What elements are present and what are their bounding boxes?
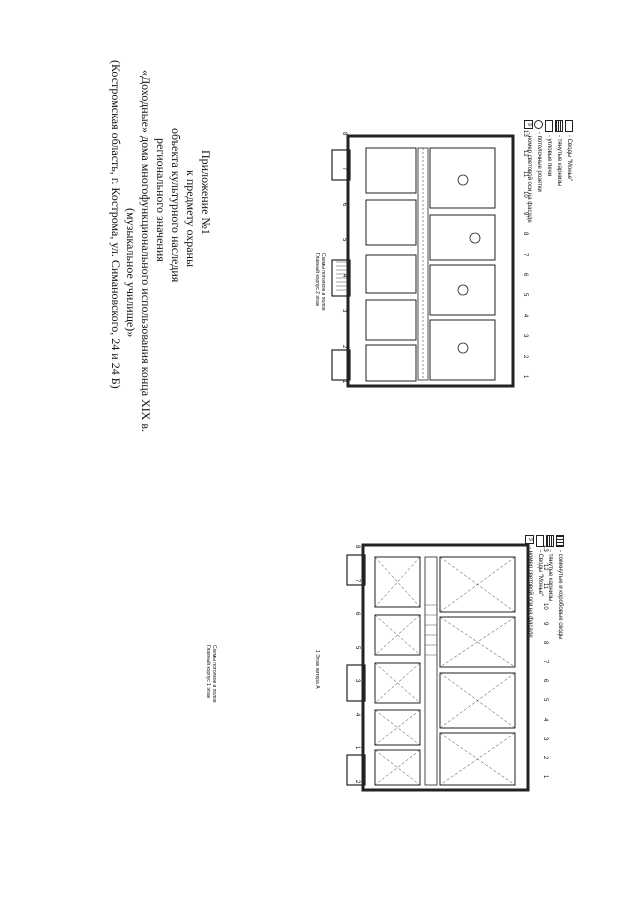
- legend-1st-item: - сомкнутые и коробовые своды: [555, 535, 565, 639]
- floor-plan-1st-drawing: [346, 543, 530, 792]
- floor-plan-1st: [345, 535, 545, 795]
- legend-1st-label-4: - номер световой оси на фасаде: [527, 547, 533, 638]
- legend-2nd-item: - тянутые карнизы: [554, 120, 564, 223]
- header-line-5: «Доходные» дома многофункционального исп…: [139, 70, 153, 433]
- floor-plan-2nd: [330, 120, 550, 395]
- legend-2nd-item: - потолочные розетки: [534, 120, 544, 223]
- legend-1st-label-3: - Своды "Монье": [537, 550, 543, 597]
- plan-2nd-top-axis-number: 5: [522, 293, 528, 297]
- monier-swatch: [565, 120, 573, 132]
- plan-1st-top-axis-number: 8: [542, 640, 548, 645]
- legend-2nd-label-5: - номер световой оси на фасаде: [526, 132, 532, 223]
- plan-1st-side-axis-number: 3: [354, 679, 360, 683]
- plan-1st-caption-1: Схемы потолков и полов: [211, 645, 217, 703]
- header-line-7: (Костромская область, г. Кострома, ул. С…: [109, 60, 123, 389]
- plan-1st-top-axis-number: 3: [542, 736, 548, 740]
- plan-2nd-top-axis-number: 8: [522, 232, 528, 236]
- plan-1st-side-axis-number: 1: [354, 746, 360, 750]
- plan-2nd-side-axis-number: 8: [341, 132, 347, 136]
- plan-1st-top-axis-number: 7: [542, 660, 548, 664]
- header-line-3: объекта культурного наследия: [169, 128, 183, 283]
- plan-2nd-top-axis-number: 7: [522, 252, 528, 256]
- plan-1st-top-axis-number: 11: [542, 583, 548, 590]
- plan-2nd-side-axis-number: 1: [341, 380, 347, 384]
- plan-2nd-top-axis-number: 11: [522, 170, 528, 178]
- plan-1st-side-axis-number: 5: [354, 645, 360, 650]
- plan-1st-top-axis-number: 1: [542, 775, 548, 779]
- legend-1st-label-2: - тянутые карнизы: [547, 550, 553, 602]
- axis-number-swatch: 9: [525, 535, 535, 544]
- plan-1st-top-axis-number: 4: [542, 717, 548, 721]
- plan-2nd-top-axis-number: 12: [522, 150, 528, 158]
- plan-1st-top-axis-number: 9: [542, 621, 548, 625]
- header-line-4: регионального значения: [154, 138, 168, 262]
- plan-1st-side-axis-number: 2: [354, 780, 360, 784]
- plan-1st-side-axis-number: 4: [354, 712, 360, 717]
- plan-1st-top-axis-number: 10: [542, 602, 548, 610]
- legend-2nd-label-3: - угловые печи: [546, 135, 552, 176]
- plan-2nd-top-axis-number: 4: [522, 313, 528, 318]
- plan-2nd-top-axis-number: 9: [522, 211, 528, 215]
- plan-2nd-side-axis-number: 6: [341, 202, 347, 207]
- plan-2nd-top-axis-number: 1: [522, 375, 528, 379]
- plan-2nd-top-axis-number: 10: [522, 191, 528, 198]
- legend-2nd-label-1: - Своды "Монье": [566, 135, 572, 182]
- plan-2nd-side-axis-number: 7: [341, 167, 347, 171]
- legend-2nd: - Своды "Монье" - тянутые карнизы - угло…: [524, 120, 574, 223]
- plan-2nd-side-axis-number: 4: [341, 273, 347, 278]
- plan-2nd-top-axis-number: 13: [522, 130, 528, 137]
- plan-2nd-caption-1: Схемы потолков и полов: [320, 253, 326, 311]
- plan-1st-side-axis-number: 6: [354, 612, 360, 616]
- axis-number-swatch: 9: [524, 120, 534, 129]
- header-line-2: к предмету охраны: [184, 170, 198, 268]
- plan-1st-top-axis-number: 6: [542, 679, 548, 683]
- plan-2nd-top-axis-number: 3: [522, 334, 528, 338]
- plan-2nd-top-axis-number: 2: [522, 354, 528, 358]
- header-line-1: Приложение №1: [199, 150, 213, 235]
- legend-2nd-item: - угловые печи: [544, 120, 554, 223]
- plan-2nd-side-axis-number: 3: [341, 309, 347, 313]
- header-line-6: (музыкальное училище)»: [124, 208, 138, 338]
- plan-1st-top-axis-number: 5: [542, 698, 548, 702]
- plan-2nd-side-axis-number: 2: [341, 344, 347, 348]
- plan-1st-caption-2: Главный корпус 1 этаж: [205, 645, 211, 699]
- plan-2nd-side-axis-number: 5: [341, 238, 347, 242]
- plan-1st-side-axis-number: 7: [354, 578, 360, 582]
- cornice-swatch: [555, 120, 563, 132]
- stove-swatch: [545, 120, 553, 132]
- plan-1st-top-axis-number: 12: [542, 564, 548, 571]
- plan-1st-top-axis-number: 13: [542, 545, 548, 552]
- legend-2nd-label-2: - тянутые карнизы: [556, 135, 562, 187]
- plan-1st-sheet-label: 1 Этаж литера А: [314, 650, 320, 689]
- plan-2nd-top-axis-number: 6: [522, 272, 528, 277]
- rosette-swatch: [534, 120, 544, 129]
- plan-1st-side-axis-number: 8: [354, 545, 360, 549]
- plan-1st-top-axis-number: 2: [542, 755, 548, 760]
- legend-1st-item: 9 - номер световой оси на фасаде: [525, 535, 535, 639]
- legend-2nd-item: - Своды "Монье": [564, 120, 574, 223]
- vault-swatch: [556, 535, 564, 547]
- legend-2nd-label-4: - потолочные розетки: [536, 132, 542, 192]
- floor-plan-2nd-drawing: [331, 134, 515, 388]
- legend-1st-label-1: - сомкнутые и коробовые своды: [557, 550, 563, 640]
- plan-2nd-caption-2: Главный корпус 2 этаж: [314, 253, 320, 307]
